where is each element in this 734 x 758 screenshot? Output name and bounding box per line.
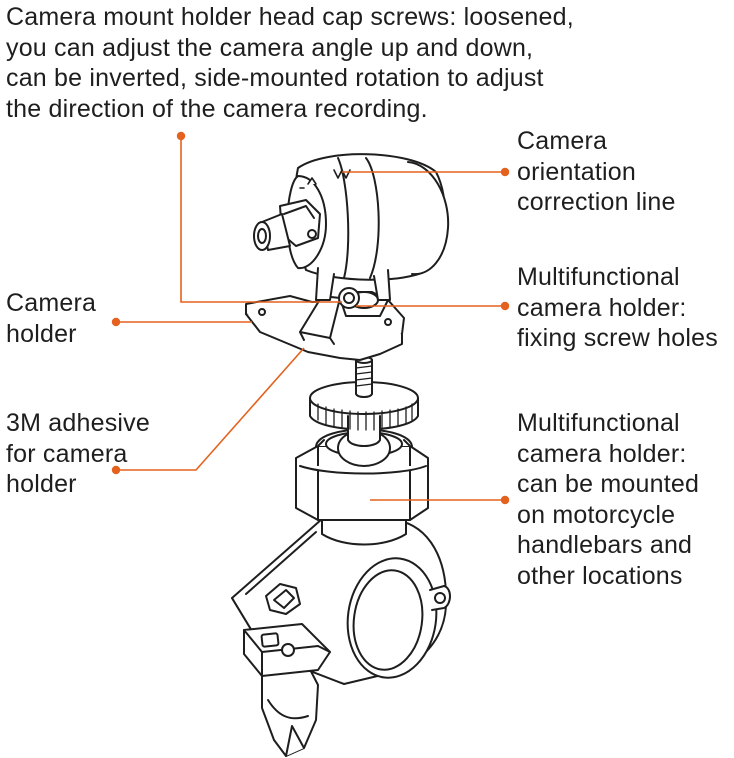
screw-holes-label: Multifunctional camera holder: fixing sc… xyxy=(517,262,718,354)
head-cap-screws-line-4: the direction of the camera recording. xyxy=(6,94,428,123)
screw-holes-line-2: camera holder: xyxy=(517,293,687,322)
mount-locations-label: Multifunctional camera holder: can be mo… xyxy=(517,408,699,591)
screw-holes-line-3: fixing screw holes xyxy=(517,324,718,352)
adhesive-line-3: holder xyxy=(6,470,77,498)
orientation-line-line-2: orientation xyxy=(517,157,636,186)
mount-locations-line-2: camera holder: xyxy=(517,439,687,468)
adhesive-line-2: for camera xyxy=(6,439,128,468)
mount-locations-line-4: on motorcycle xyxy=(517,500,676,529)
orientation-line-line-1: Camera xyxy=(517,127,608,155)
orientation-line-label: Camera orientation correction line xyxy=(517,126,676,218)
head-cap-screws-line-2: you can adjust the camera angle up and d… xyxy=(6,33,534,62)
mount-locations-line-3: can be mounted xyxy=(517,470,700,498)
mount-locations-line-5: handlebars and xyxy=(517,531,693,559)
handlebar-clamp xyxy=(231,511,451,757)
camera-holder-line-1: Camera xyxy=(6,289,97,317)
head-cap-screws-label: Camera mount holder head cap screws: loo… xyxy=(6,2,574,124)
mount-locations-line-6: other locations xyxy=(517,561,683,590)
camera-holder-line-2: holder xyxy=(6,319,77,348)
orientation-line-line-3: correction line xyxy=(517,188,676,216)
screw-holes-line-1: Multifunctional xyxy=(517,263,680,291)
adhesive-label: 3M adhesive for camera holder xyxy=(6,408,150,500)
callout-dots xyxy=(111,131,510,505)
head-cap-screws-line-3: can be inverted, side-mounted rotation t… xyxy=(6,64,544,92)
mount-locations-line-1: Multifunctional xyxy=(517,409,680,437)
camera-holder-label: Camera holder xyxy=(6,288,96,349)
adhesive-line-1: 3M adhesive xyxy=(6,409,150,437)
callout-leaders xyxy=(116,136,505,501)
knurled-thumb-nut xyxy=(309,356,419,447)
camera-holder-plate xyxy=(245,287,405,361)
camera-body xyxy=(253,153,450,301)
head-cap-screws-line-1: Camera mount holder head cap screws: loo… xyxy=(6,3,574,31)
